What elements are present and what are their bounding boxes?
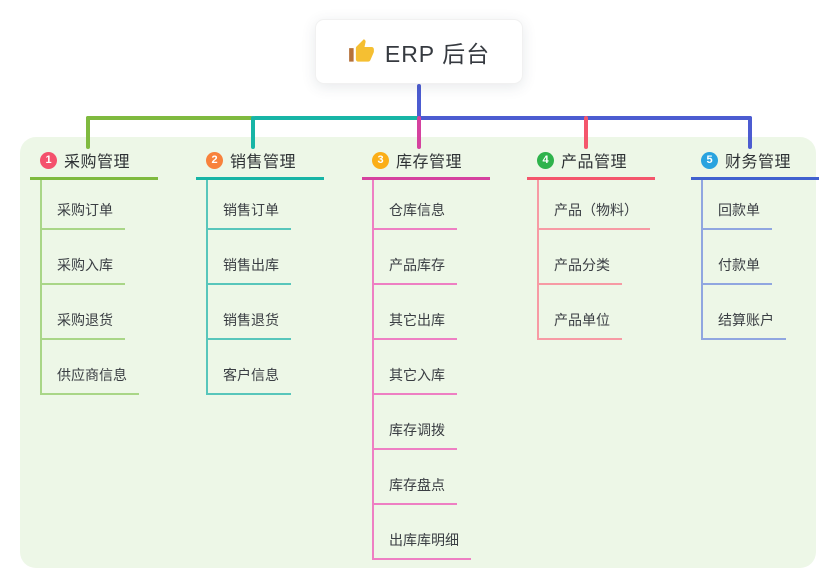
child-row: 采购入库 — [42, 230, 190, 285]
child-row: 库存盘点 — [374, 450, 522, 505]
child-row: 供应商信息 — [42, 340, 190, 395]
child-row: 回款单 — [703, 180, 839, 230]
child-row: 付款单 — [703, 230, 839, 285]
branch-node-3[interactable]: 3 库存管理 — [362, 148, 490, 180]
child-node[interactable]: 回款单 — [703, 200, 772, 230]
child-row: 库存调拨 — [374, 395, 522, 450]
branch-node-label: 产品管理 — [561, 154, 628, 171]
child-row: 产品（物料） — [539, 180, 687, 230]
child-row: 销售出库 — [208, 230, 356, 285]
branch-column-5: 5 财务管理回款单付款单结算账户 — [691, 148, 839, 340]
branch-node-label: 采购管理 — [64, 154, 131, 171]
child-node[interactable]: 付款单 — [703, 255, 772, 285]
branch-children: 销售订单销售出库销售退货客户信息 — [206, 180, 356, 395]
child-row: 客户信息 — [208, 340, 356, 395]
child-row: 仓库信息 — [374, 180, 522, 230]
child-node[interactable]: 销售出库 — [208, 255, 291, 285]
branch-index-badge: 1 — [40, 151, 57, 169]
child-node[interactable]: 其它出库 — [374, 310, 457, 340]
child-row: 采购订单 — [42, 180, 190, 230]
root-connector-vertical — [417, 84, 421, 118]
child-row: 产品单位 — [539, 285, 687, 340]
branch-children: 仓库信息产品库存其它出库其它入库库存调拨库存盘点出库库明细 — [372, 180, 522, 560]
child-node[interactable]: 库存盘点 — [374, 475, 457, 505]
child-row: 结算账户 — [703, 285, 839, 340]
branch-index-badge: 4 — [537, 151, 554, 169]
branch-node-4[interactable]: 4 产品管理 — [527, 148, 655, 180]
branches-panel — [20, 137, 816, 568]
branch-children: 采购订单采购入库采购退货供应商信息 — [40, 180, 190, 395]
child-node[interactable]: 出库库明细 — [374, 530, 471, 560]
child-row: 销售退货 — [208, 285, 356, 340]
child-node[interactable]: 采购退货 — [42, 310, 125, 340]
branch3-drop-connector — [417, 116, 421, 149]
child-row: 其它出库 — [374, 285, 522, 340]
branch5-drop-connector — [748, 116, 752, 149]
branch-node-label: 库存管理 — [396, 154, 463, 171]
branch-index-badge: 2 — [206, 151, 223, 169]
branch-column-2: 2 销售管理销售订单销售出库销售退货客户信息 — [196, 148, 356, 395]
child-node[interactable]: 采购订单 — [42, 200, 125, 230]
branch-column-4: 4 产品管理产品（物料） 产品分类产品单位 — [527, 148, 687, 340]
root-node[interactable]: ERP 后台 — [315, 19, 523, 84]
child-node[interactable]: 产品单位 — [539, 310, 622, 340]
child-node[interactable]: 销售退货 — [208, 310, 291, 340]
branch4-drop-connector — [584, 116, 588, 149]
child-node[interactable]: 产品库存 — [374, 255, 457, 285]
child-node[interactable]: 供应商信息 — [42, 365, 139, 395]
branch-node-label: 销售管理 — [230, 154, 297, 171]
branch1-drop-connector — [86, 116, 90, 149]
branch-node-label: 财务管理 — [725, 154, 792, 171]
child-row: 产品库存 — [374, 230, 522, 285]
child-node[interactable]: 产品分类 — [539, 255, 622, 285]
branch-node-1[interactable]: 1 采购管理 — [30, 148, 158, 180]
child-row: 销售订单 — [208, 180, 356, 230]
child-row: 产品分类 — [539, 230, 687, 285]
child-node[interactable]: 销售订单 — [208, 200, 291, 230]
branch-children: 回款单付款单结算账户 — [701, 180, 839, 340]
child-node[interactable]: 库存调拨 — [374, 420, 457, 450]
branch-node-2[interactable]: 2 销售管理 — [196, 148, 324, 180]
child-node[interactable]: 结算账户 — [703, 310, 786, 340]
child-node[interactable]: 仓库信息 — [374, 200, 457, 230]
child-row: 采购退货 — [42, 285, 190, 340]
branch-index-badge: 3 — [372, 151, 389, 169]
connector-horizontal-teal — [253, 116, 419, 120]
branch-column-3: 3 库存管理仓库信息产品库存其它出库其它入库库存调拨库存盘点出库库明细 — [362, 148, 522, 560]
root-node-label: ERP 后台 — [384, 40, 491, 67]
branch-node-5[interactable]: 5 财务管理 — [691, 148, 819, 180]
connector-horizontal-green — [86, 116, 253, 120]
thumbs-up-icon — [348, 39, 374, 62]
child-node[interactable]: 客户信息 — [208, 365, 291, 395]
branch-index-badge: 5 — [701, 151, 718, 169]
branch-column-1: 1 采购管理采购订单采购入库采购退货供应商信息 — [30, 148, 190, 395]
child-node[interactable]: 采购入库 — [42, 255, 125, 285]
branch2-drop-connector — [251, 116, 255, 149]
branch-children: 产品（物料） 产品分类产品单位 — [537, 180, 687, 340]
child-row: 其它入库 — [374, 340, 522, 395]
child-node[interactable]: 其它入库 — [374, 365, 457, 395]
child-node[interactable]: 产品（物料） — [539, 200, 650, 230]
child-row: 出库库明细 — [374, 505, 522, 560]
